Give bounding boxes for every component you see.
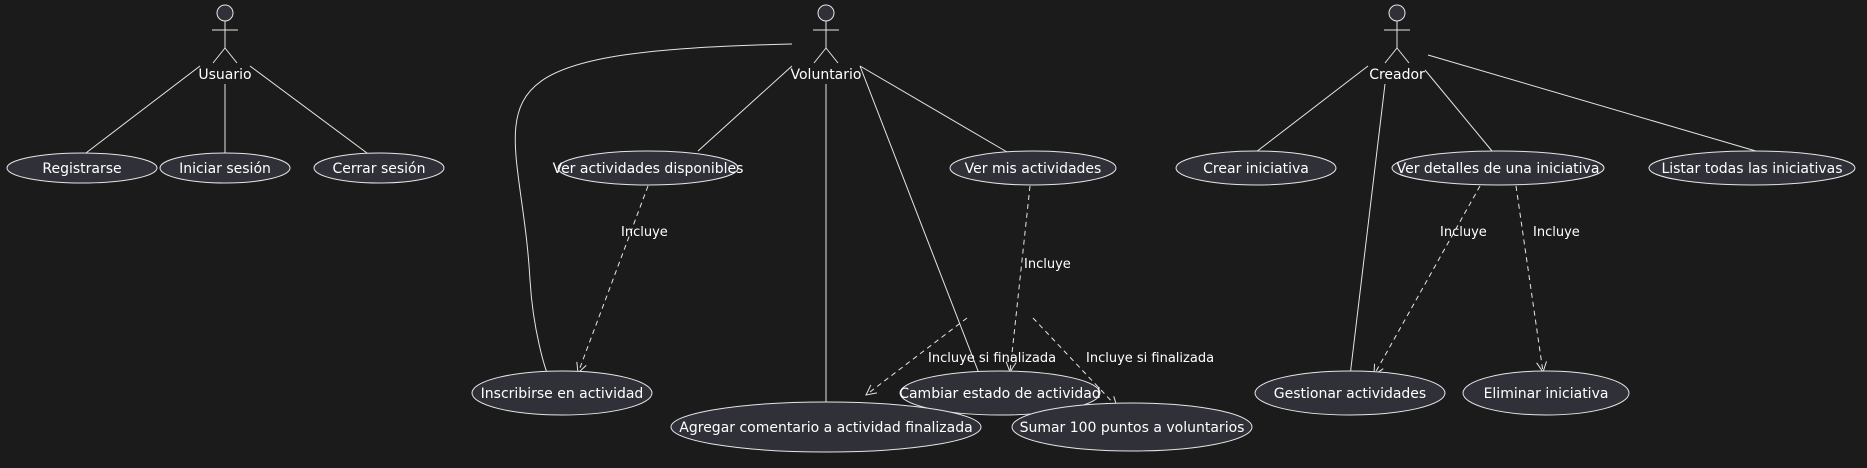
dependencies	[578, 185, 1543, 407]
usecase-ellipse	[159, 152, 291, 184]
assoc-creador-gestionar-actividades	[1349, 83, 1386, 377]
assoc-usuario-cerrar-sesion	[249, 65, 372, 157]
usecase-label: Listar todas las iniciativas	[1661, 161, 1842, 177]
associations	[81, 43, 1767, 404]
include-cambiar-agregar-comentario	[866, 317, 968, 395]
label-incluye-si-finalizada: Incluye si finalizada	[928, 351, 1056, 366]
usecase-sumar-puntos[interactable]: Sumar 100 puntos a voluntarios	[1011, 402, 1253, 452]
include-ver-disponibles-inscribirse	[578, 185, 649, 373]
usecase-ellipse	[6, 152, 158, 184]
usecase-label: Gestionar actividades	[1274, 386, 1426, 402]
usecase-ellipse	[557, 150, 739, 186]
usecase-inscribirse-en-actividad[interactable]: Inscribirse en actividad	[471, 370, 653, 416]
usecase-ellipse	[670, 401, 982, 453]
usecase-ellipse	[471, 370, 653, 416]
usecase-ver-mis-actividades[interactable]: Ver mis actividades	[949, 150, 1117, 186]
usecase-ellipse	[1175, 150, 1337, 186]
usecase-ellipse	[899, 370, 1101, 416]
label-incluye: Incluye	[1024, 257, 1071, 272]
usecase-ellipse	[949, 150, 1117, 186]
usecase-agregar-comentario[interactable]: Agregar comentario a actividad finalizad…	[670, 401, 982, 453]
usecase-ellipse	[1011, 402, 1253, 452]
relation-labels: Incluye Incluye Incluye si finalizada In…	[621, 225, 1580, 366]
usecase-ellipse	[313, 152, 445, 184]
usecase-label: Ver mis actividades	[965, 161, 1102, 177]
include-cambiar-sumar-puntos	[1032, 317, 1117, 407]
include-detalles-eliminar	[1515, 185, 1543, 372]
actor-label: Usuario	[198, 67, 251, 83]
actor-head-icon	[1388, 4, 1406, 22]
usecase-cerrar-sesion[interactable]: Cerrar sesión	[313, 152, 445, 184]
usecase-label: Sumar 100 puntos a voluntarios	[1020, 420, 1245, 436]
actor-label: Creador	[1369, 67, 1425, 83]
usecase-cambiar-estado-de-actividad[interactable]: Cambiar estado de actividad	[899, 370, 1101, 416]
usecase-ellipse	[1462, 370, 1630, 416]
label-incluye: Incluye	[1533, 225, 1580, 240]
actor-creador[interactable]: Creador	[1369, 4, 1425, 83]
usecase-eliminar-iniciativa[interactable]: Eliminar iniciativa	[1462, 370, 1630, 416]
assoc-creador-listar-iniciativas	[1427, 54, 1767, 155]
actor-head-icon	[817, 4, 835, 22]
stick-figure-icon	[813, 21, 839, 64]
actor-head-icon	[216, 4, 234, 22]
usecase-label: Ver actividades disponibles	[553, 161, 744, 177]
label-incluye-si-finalizada: Incluye si finalizada	[1086, 351, 1214, 366]
usecase-ver-detalles-iniciativa[interactable]: Ver detalles de una iniciativa	[1391, 150, 1605, 186]
include-ver-mis-cambiar-estado	[1010, 185, 1031, 372]
usecase-iniciar-sesion[interactable]: Iniciar sesión	[159, 152, 291, 184]
usecase-label: Registrarse	[42, 161, 121, 177]
assoc-creador-crear-iniciativa	[1255, 65, 1369, 153]
actor-usuario[interactable]: Usuario	[198, 4, 252, 83]
usecase-ellipse	[1391, 150, 1605, 186]
usecase-label: Eliminar iniciativa	[1484, 386, 1609, 402]
usecase-label: Cambiar estado de actividad	[899, 386, 1101, 402]
usecase-ellipse	[1254, 370, 1446, 416]
assoc-creador-ver-detalles	[1424, 69, 1493, 152]
usecase-label: Iniciar sesión	[179, 161, 271, 177]
usecase-label: Agregar comentario a actividad finalizad…	[679, 420, 972, 436]
usecases: Registrarse Iniciar sesión Cerrar sesión…	[6, 150, 1856, 453]
stick-figure-icon	[1384, 21, 1410, 64]
usecase-label: Cerrar sesión	[333, 161, 426, 177]
assoc-voluntario-cambiar-estado	[859, 65, 981, 377]
usecase-ver-actividades-disponibles[interactable]: Ver actividades disponibles	[553, 150, 744, 186]
usecase-registrarse[interactable]: Registrarse	[6, 152, 158, 184]
usecase-label: Crear iniciativa	[1203, 161, 1309, 177]
assoc-voluntario-ver-actividades-disponibles	[697, 65, 793, 152]
assoc-voluntario-inscribirse	[514, 43, 793, 381]
actor-label: Voluntario	[791, 67, 862, 83]
label-incluye: Incluye	[621, 225, 668, 240]
usecase-crear-iniciativa[interactable]: Crear iniciativa	[1175, 150, 1337, 186]
usecase-gestionar-actividades[interactable]: Gestionar actividades	[1254, 370, 1446, 416]
usecase-label: Ver detalles de una iniciativa	[1397, 161, 1600, 177]
assoc-voluntario-ver-mis-actividades	[859, 65, 1008, 153]
usecase-ellipse	[1648, 150, 1856, 186]
include-detalles-gestionar	[1374, 185, 1481, 375]
usecase-listar-iniciativas[interactable]: Listar todas las iniciativas	[1648, 150, 1856, 186]
actor-voluntario[interactable]: Voluntario	[791, 4, 862, 83]
label-incluye: Incluye	[1440, 225, 1487, 240]
assoc-usuario-registrarse	[81, 65, 201, 157]
stick-figure-icon	[212, 21, 238, 64]
usecase-label: Inscribirse en actividad	[481, 386, 644, 402]
